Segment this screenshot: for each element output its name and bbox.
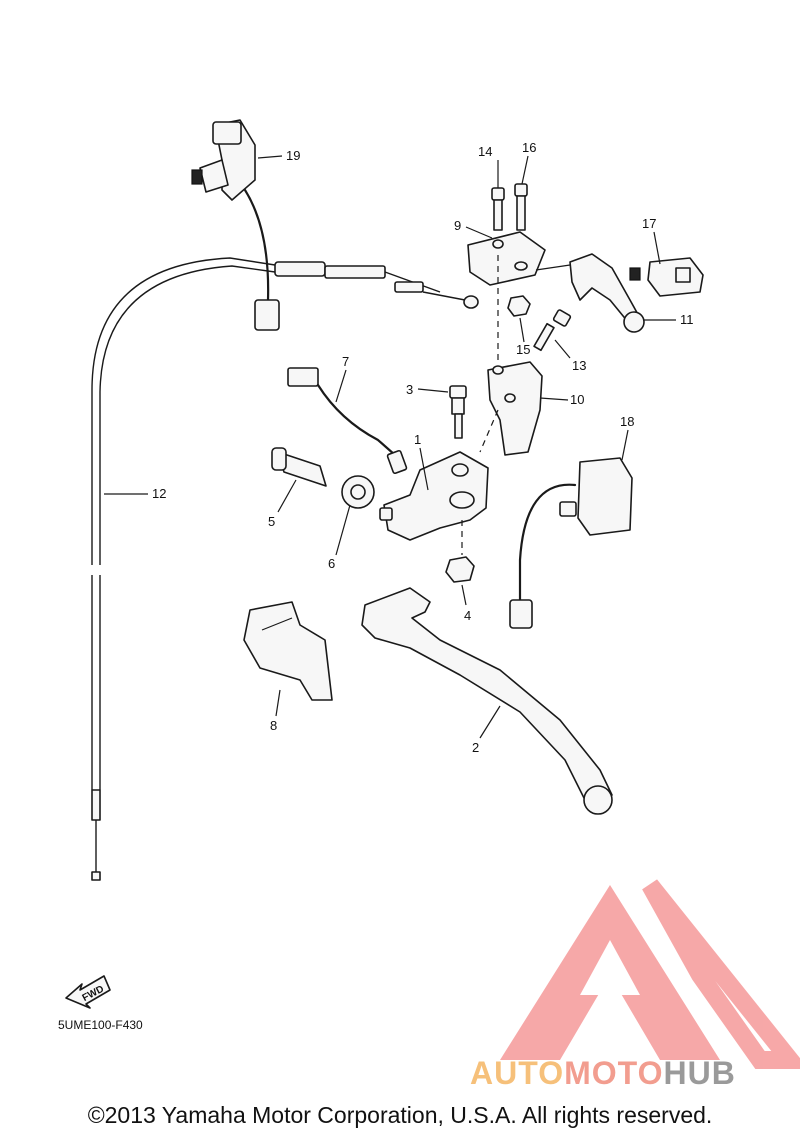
watermark-emblem (500, 879, 800, 1069)
watermark-moto: MOTO (564, 1055, 664, 1091)
nut-4 (445, 556, 475, 583)
callout-16: 16 (522, 140, 536, 155)
bolt-16 (514, 183, 528, 231)
clamp-17 (629, 257, 704, 297)
holder-10 (487, 361, 543, 456)
watermark-hub: HUB (663, 1055, 736, 1091)
callout-4: 4 (464, 608, 471, 623)
switch-assembly-19 (191, 119, 280, 331)
callout-2: 2 (472, 740, 479, 755)
engine-stop-switch-18 (509, 457, 633, 629)
bolt-13 (533, 309, 572, 352)
hot-start-lever-11 (535, 253, 645, 333)
nut-15 (507, 295, 531, 317)
locknut-6 (341, 475, 375, 509)
callout-14: 14 (478, 144, 492, 159)
callout-7: 7 (342, 354, 349, 369)
callout-11: 11 (680, 312, 694, 327)
clutch-switch-7 (287, 367, 408, 475)
copyright-notice: ©2013 Yamaha Motor Corporation, U.S.A. A… (87, 1102, 713, 1128)
clutch-cable-12 (91, 257, 479, 881)
callout-17: 17 (642, 216, 656, 231)
adjuster-5 (271, 447, 327, 487)
callout-15: 15 (516, 342, 530, 357)
callout-19: 19 (286, 148, 300, 163)
callout-1: 1 (414, 432, 421, 447)
diagram-code: 5UME100-F430 (58, 1018, 143, 1032)
callout-5: 5 (268, 514, 275, 529)
fwd-arrow-icon: FWD (65, 975, 111, 1009)
callout-13: 13 (572, 358, 586, 373)
callout-3: 3 (406, 382, 413, 397)
callout-6: 6 (328, 556, 335, 571)
callout-labels: 19 14 16 9 17 11 15 13 10 3 7 1 18 12 5 … (152, 140, 694, 755)
bolt-14 (491, 187, 505, 231)
bracket-9 (467, 231, 546, 286)
callout-9: 9 (454, 218, 461, 233)
callout-10: 10 (570, 392, 584, 407)
callout-18: 18 (620, 414, 634, 429)
leader-lines (104, 155, 676, 739)
watermark-logo-text: AUTOMOTOHUB (470, 1055, 736, 1092)
callout-8: 8 (270, 718, 277, 733)
clutch-lever-2 (361, 587, 613, 815)
watermark-auto: AUTO (470, 1055, 565, 1091)
lever-holder-1 (379, 451, 489, 541)
callout-12: 12 (152, 486, 166, 501)
lever-cover-8 (243, 601, 333, 701)
bolt-3 (449, 385, 467, 439)
